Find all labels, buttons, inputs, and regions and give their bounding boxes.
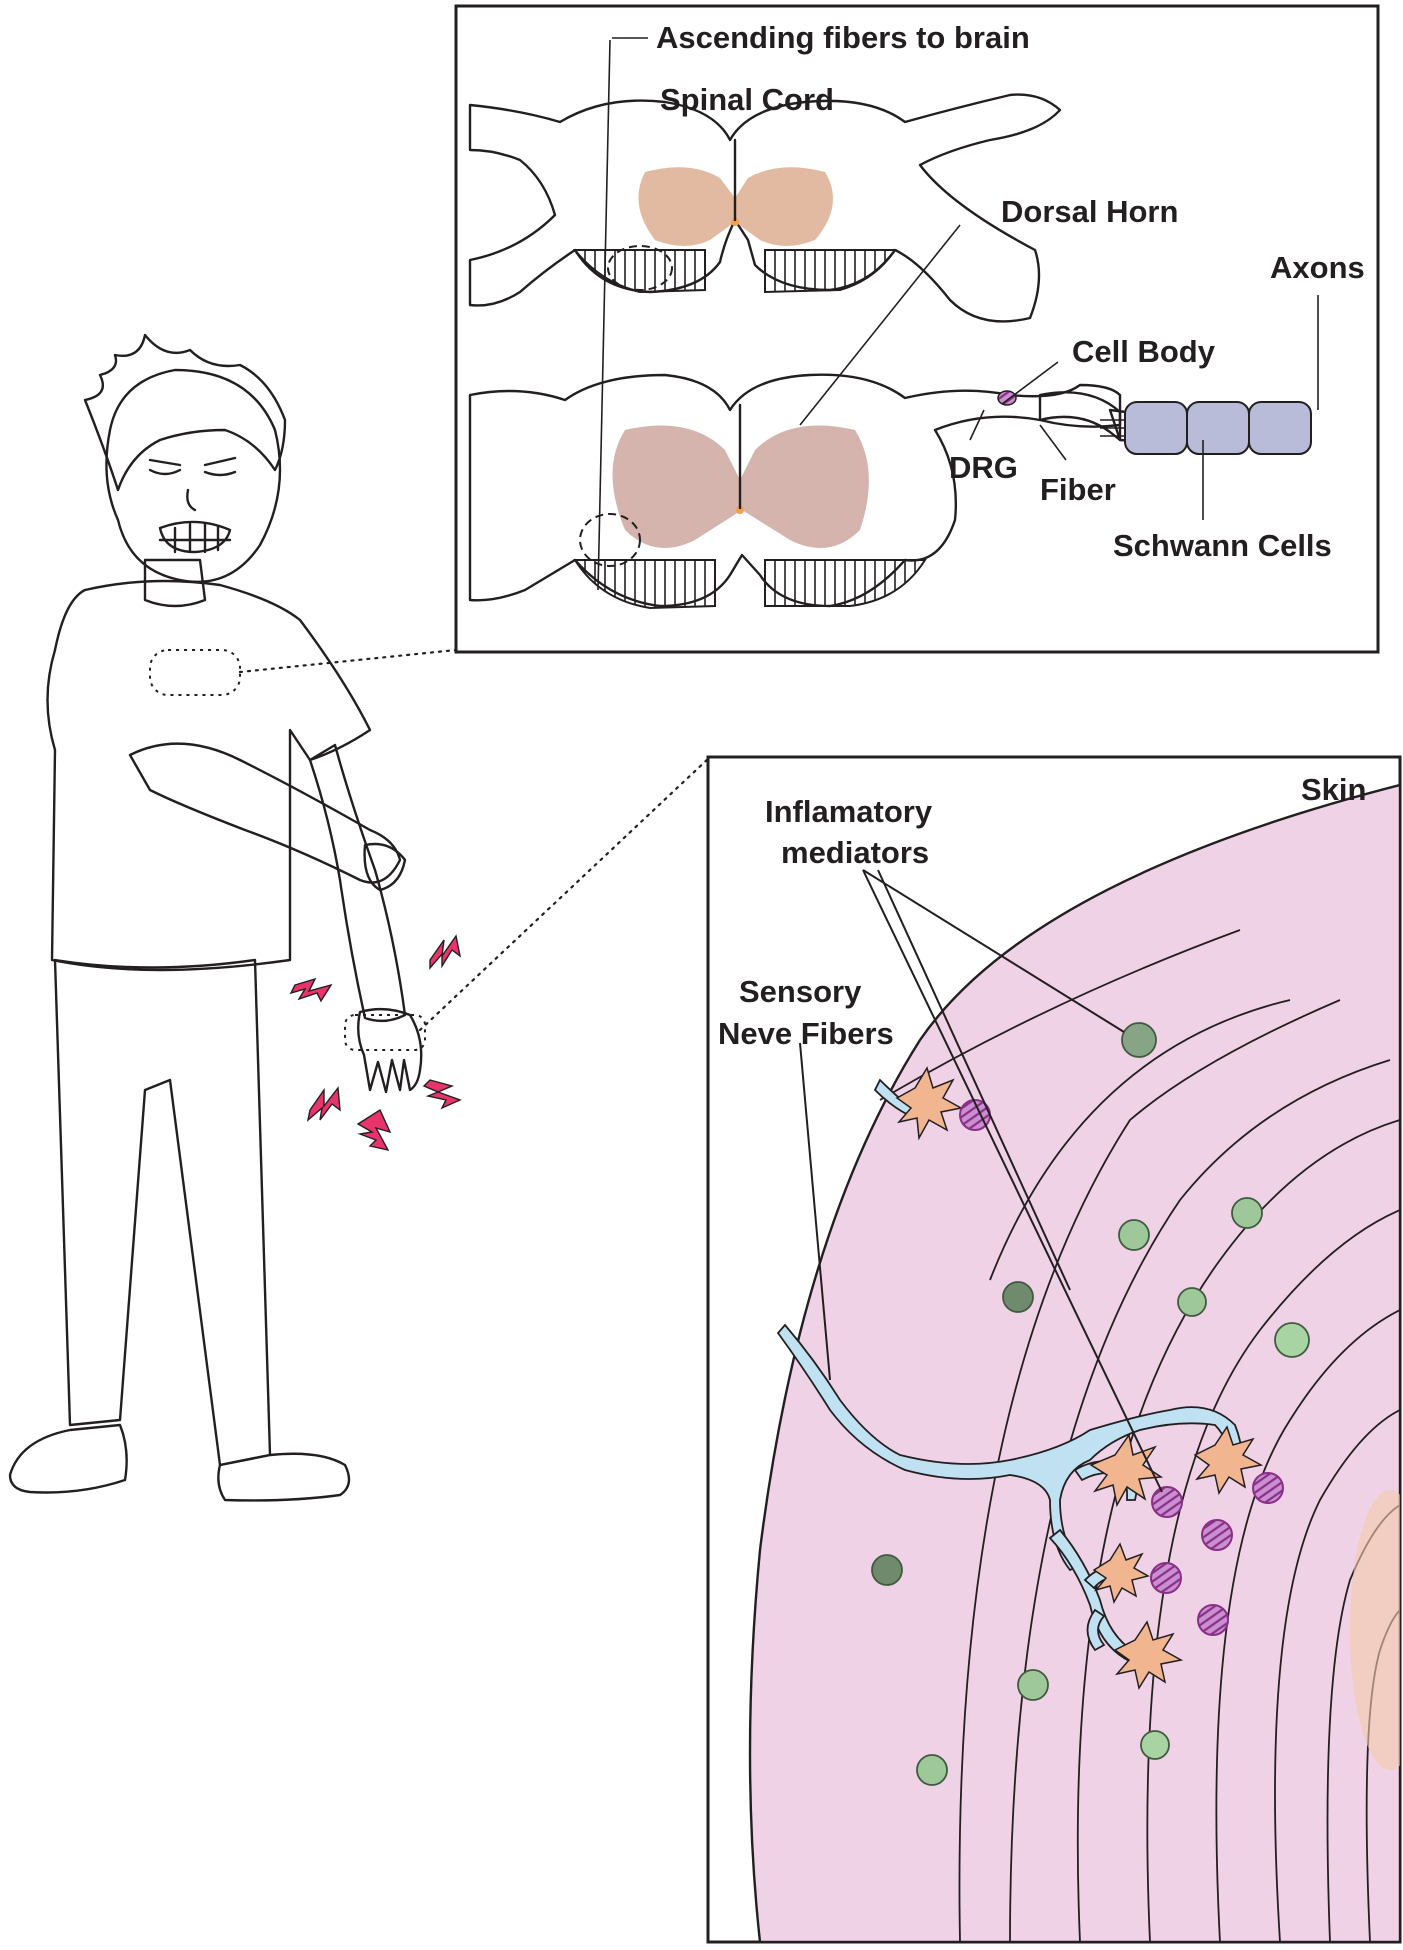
- pain-bolt-icon: [356, 1108, 392, 1152]
- sensory-label-line1: Sensory: [739, 974, 862, 1009]
- dorsal-horn-label: Dorsal Horn: [1001, 194, 1178, 229]
- skin-cell: [1177, 1287, 1207, 1317]
- drg-cell-body: [997, 390, 1017, 406]
- pain-bolt-icon: [306, 1086, 341, 1122]
- hand-marker: [344, 1014, 426, 1051]
- skin-cell: [1274, 1322, 1310, 1358]
- spinal-cord-frame: [454, 4, 1380, 654]
- nerve-ending-icon: [1092, 1542, 1150, 1604]
- fiber-label: Fiber: [1040, 472, 1116, 507]
- left-arm: [128, 742, 402, 884]
- lower-cord-segment: [468, 373, 1312, 610]
- skin-panel: Skin Inflamatory mediators Sensory Neve …: [706, 755, 1402, 1944]
- inflammatory-mediator-icon: [1150, 1562, 1182, 1594]
- hair: [83, 333, 287, 492]
- head: [105, 368, 282, 583]
- pants: [53, 958, 272, 1467]
- person-figure: [8, 333, 462, 1502]
- skin-label: Skin: [1301, 772, 1366, 807]
- drg-label: DRG: [949, 450, 1018, 485]
- skin-cells: [871, 1022, 1310, 1786]
- inflammatory-mediator-icon: [1197, 1604, 1229, 1636]
- left-shoe: [8, 1423, 128, 1494]
- skin-tissue: [748, 783, 1400, 1942]
- right-shoe: [217, 1452, 351, 1502]
- hand-connector: [418, 755, 712, 1032]
- schwann-cells-label: Schwann Cells: [1113, 528, 1332, 563]
- skin-cell: [1017, 1669, 1049, 1701]
- schwann-cells: [1100, 401, 1312, 455]
- pain-bolts: [289, 934, 462, 1152]
- spinal-cord-label: Spinal Cord: [660, 82, 834, 117]
- nerve-ending-icon: [895, 1066, 964, 1141]
- inflammatory-mediator-icon: [1252, 1472, 1284, 1504]
- right-arm: [308, 743, 407, 1023]
- inflammatory-mediator-icon: [1151, 1486, 1183, 1518]
- inflammatory-mediator-icon: [1201, 1519, 1233, 1551]
- skin-cell: [1002, 1281, 1034, 1313]
- sensory-label-line2: Neve Fibers: [718, 1016, 894, 1051]
- nerve-ending-icon: [1193, 1425, 1264, 1495]
- skin-cell: [871, 1554, 903, 1586]
- pain-bolt-icon: [429, 934, 462, 970]
- pain-bolt-icon: [422, 1079, 462, 1110]
- nerve-ending-icon: [1113, 1620, 1184, 1690]
- inflammatory-label-line2: mediators: [781, 835, 929, 870]
- chest-connector: [238, 648, 458, 674]
- shirt: [46, 579, 372, 972]
- inflammatory-label-line1: Inflamatory: [765, 794, 933, 829]
- cell-body-label: Cell Body: [1072, 334, 1216, 369]
- skin-cell: [1231, 1197, 1263, 1229]
- skin-cell: [1140, 1730, 1170, 1760]
- chest-marker: [149, 649, 241, 696]
- spinal-cord-panel: Ascending fibers to brain Spinal Cord Do…: [454, 4, 1380, 654]
- upper-cord-segment: [468, 93, 1062, 323]
- axons-label: Axons: [1270, 250, 1365, 285]
- skin-cell: [916, 1754, 948, 1786]
- skin-cell: [1118, 1219, 1150, 1251]
- face: [148, 456, 237, 554]
- hand: [357, 1007, 423, 1094]
- pain-bolt-icon: [289, 977, 333, 1003]
- ascending-fibers-label: Ascending fibers to brain: [656, 20, 1030, 55]
- skin-cell: [1121, 1022, 1157, 1058]
- inflammatory-mediators: [959, 1099, 1284, 1636]
